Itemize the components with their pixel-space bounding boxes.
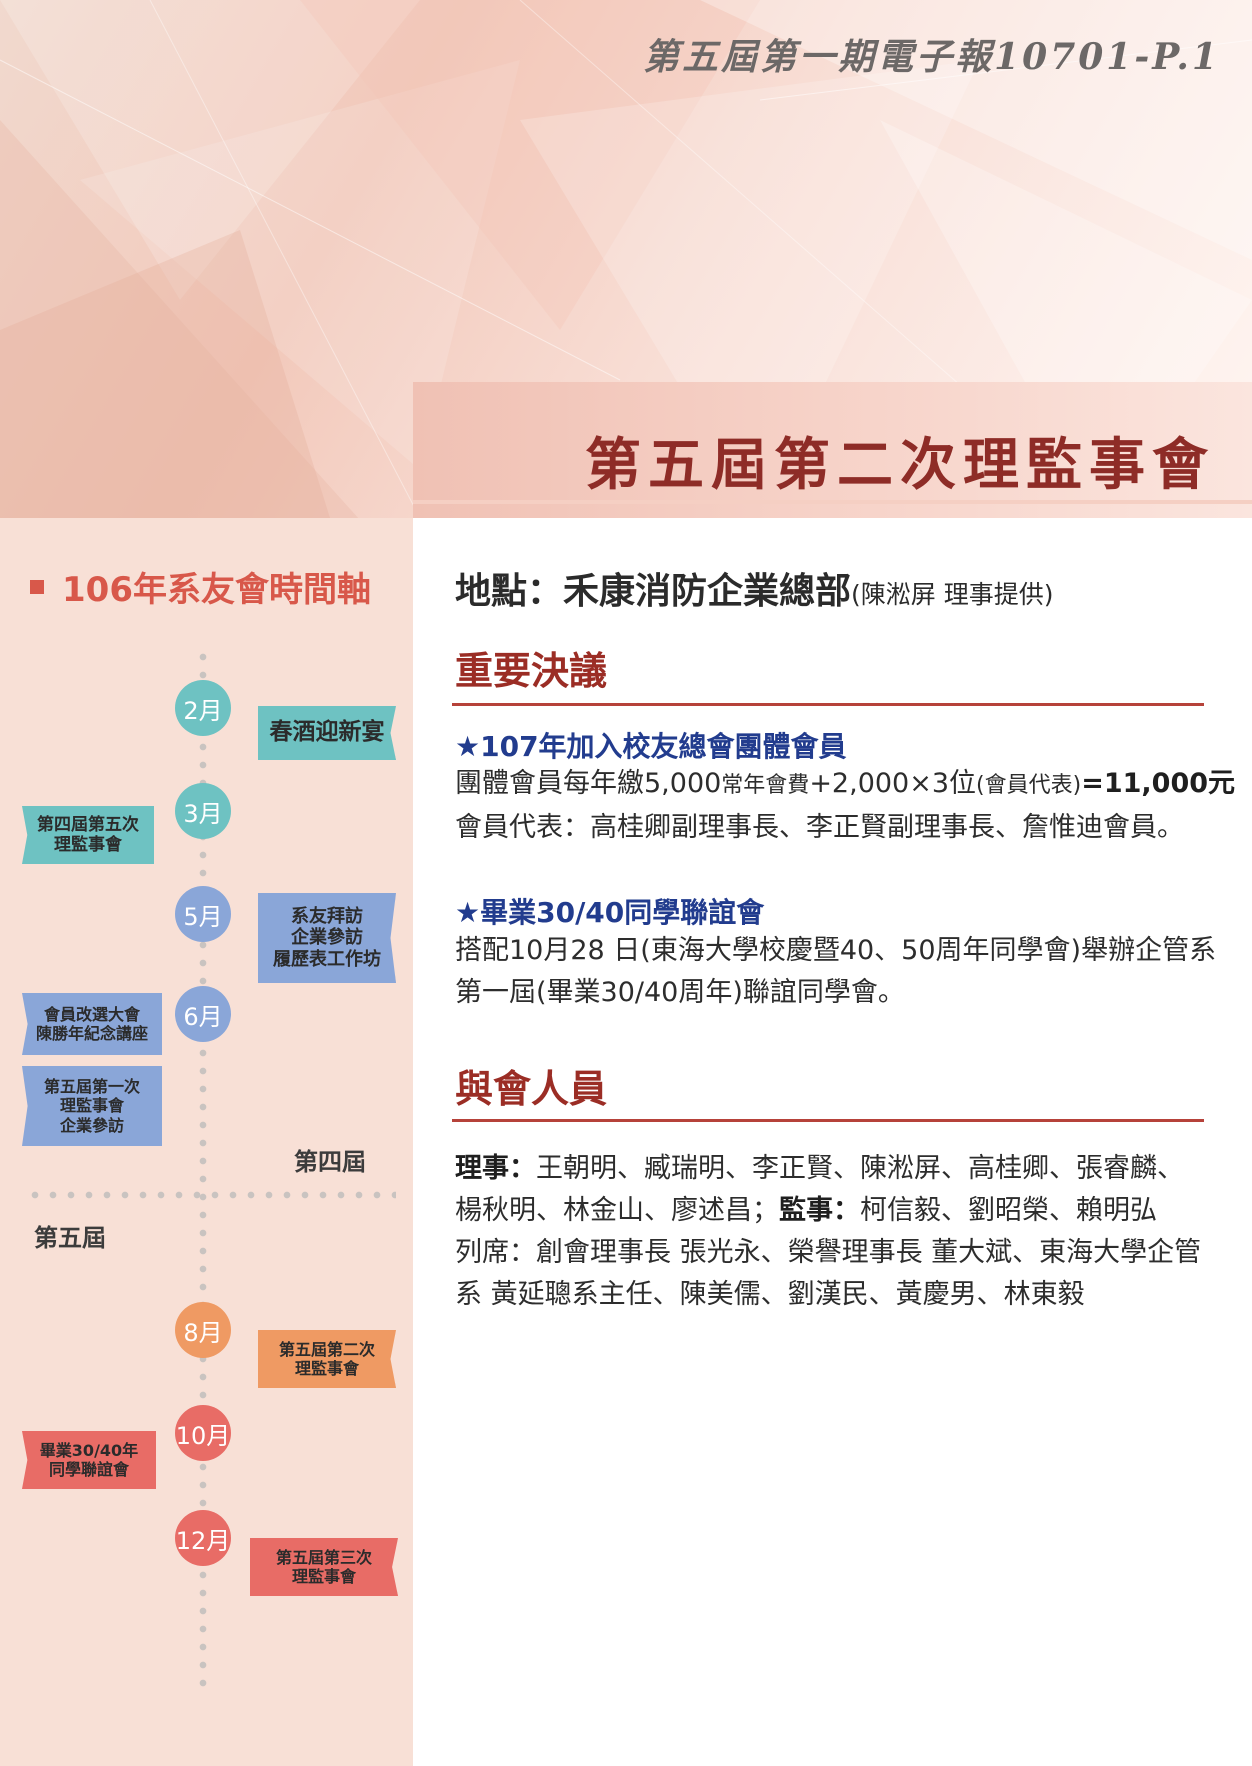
term-divider-dotted-line	[26, 1191, 396, 1199]
timeline-title: 106年系友會時間軸	[30, 562, 371, 611]
location-main: 地點：禾康消防企業總部	[455, 571, 852, 612]
event-5th-term-1st-meeting: 第五屆第一次 理監事會 企業參訪	[22, 1066, 162, 1146]
event-member-election-lecture: 會員改選大會 陳勝年紀念講座	[22, 993, 162, 1055]
term-label-fourth: 第四屆	[294, 1148, 366, 1176]
title-band	[413, 382, 1252, 518]
resolution-1-line-2: 會員代表：高桂卿副理事長、李正賢副理事長、詹惟迪會員。	[455, 812, 1184, 843]
attendees-underline	[452, 1119, 1204, 1122]
timeline-title-text: 106年系友會時間軸	[62, 570, 371, 610]
header-banner: 第五屆第一期電子報10701-P.1 第五屆第二次理監事會	[0, 0, 1252, 518]
resolution-2-line-2: 第一屆(畢業30/40周年)聯誼同學會。	[455, 977, 905, 1008]
term-label-fifth: 第五屆	[34, 1224, 106, 1252]
issue-label: 第五屆第一期電子報10701-P.1	[643, 36, 1220, 78]
resolution-1-line-1: 團體會員每年繳5,000常年會費+2,000×3位(會員代表)=11,000元	[455, 768, 1236, 799]
event-4th-term-5th-meeting: 第四屆第五次 理監事會	[22, 806, 154, 864]
month-dec: 12月	[175, 1510, 231, 1566]
resolution-2-line-1: 搭配10月28 日(東海大學校慶暨40、50周年同學會)舉辦企管系	[455, 935, 1217, 966]
month-mar: 3月	[175, 783, 231, 839]
attendees-body: 理事：王朝明、臧瑞明、李正賢、陳淞屏、高桂卿、張睿麟、 楊秋明、林金山、廖述昌；…	[455, 1148, 1201, 1316]
event-5th-term-2nd-meeting: 第五屆第二次 理監事會	[258, 1330, 396, 1388]
month-aug: 8月	[175, 1302, 231, 1358]
directors-supervisors-line: 楊秋明、林金山、廖述昌；監事：柯信毅、劉昭榮、賴明弘	[455, 1195, 1157, 1226]
resolutions-heading: 重要決議	[455, 649, 608, 693]
guests-line-2: 系 黃延聰系主任、陳美儒、劉漢民、黃慶男、林東毅	[455, 1279, 1085, 1310]
guests-line-1: 列席：創會理事長 張光永、榮譽理事長 董大斌、東海大學企管	[455, 1237, 1202, 1268]
title-underline	[413, 500, 1252, 504]
resolution-2-heading: ★畢業30/40同學聯誼會	[455, 896, 765, 929]
month-oct: 10月	[175, 1405, 231, 1461]
event-alumni-visit-workshop: 系友拜訪 企業參訪 履歷表工作坊	[258, 893, 396, 983]
location-note: (陳淞屏 理事提供)	[851, 580, 1054, 609]
timeline-vertical-dotted-line	[199, 648, 207, 1688]
month-jun: 6月	[175, 986, 231, 1042]
event-spring-banquet: 春酒迎新宴	[258, 706, 396, 760]
resolution-1-body: 團體會員每年繳5,000常年會費+2,000×3位(會員代表)=11,000元 …	[455, 763, 1235, 849]
event-alumni-reunion: 畢業30/40年 同學聯誼會	[22, 1431, 156, 1489]
meeting-title: 第五屆第二次理監事會	[585, 432, 1215, 498]
directors-line-1: 理事：王朝明、臧瑞明、李正賢、陳淞屏、高桂卿、張睿麟、	[455, 1153, 1184, 1184]
month-feb: 2月	[175, 680, 231, 736]
decorative-polygon-background	[0, 0, 1252, 518]
meeting-location: 地點：禾康消防企業總部(陳淞屏 理事提供)	[455, 562, 1053, 614]
resolution-2-body: 搭配10月28 日(東海大學校慶暨40、50周年同學會)舉辦企管系 第一屆(畢業…	[455, 930, 1216, 1014]
resolution-1-heading: ★107年加入校友總會團體會員	[455, 730, 847, 763]
attendees-heading: 與會人員	[455, 1067, 608, 1111]
month-may: 5月	[175, 886, 231, 942]
bullet-square-icon	[30, 579, 44, 594]
event-5th-term-3rd-meeting: 第五屆第三次 理監事會	[250, 1538, 398, 1596]
resolutions-underline	[452, 703, 1204, 706]
